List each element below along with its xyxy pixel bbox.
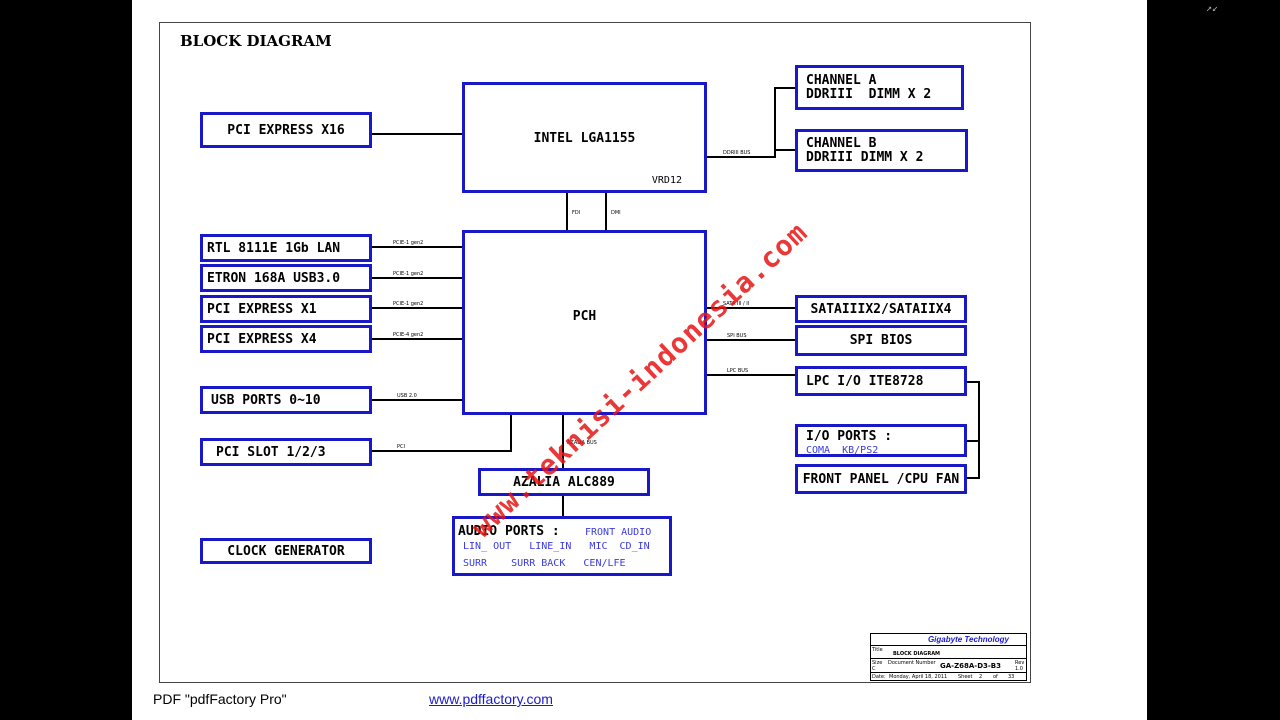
bus-label-dmi: DMI	[611, 210, 621, 216]
title-block-size-label: Size	[872, 660, 883, 666]
io-ports-block: I/O PORTS : COMA KB/PS2	[795, 424, 967, 457]
line-channel-b	[774, 149, 797, 151]
drawing-frame	[159, 22, 1031, 683]
line-fdi	[566, 192, 568, 231]
io-ports-sub: COMA KB/PS2	[806, 445, 879, 456]
usb-ports-block: USB PORTS 0~10	[200, 386, 372, 414]
line-io-ports	[965, 440, 980, 442]
line-pcie-x16	[370, 133, 462, 135]
title-block-docnum-label: Document Number	[888, 660, 936, 666]
line-pcie-x1	[370, 307, 462, 309]
title-block-title: BLOCK DIAGRAM	[893, 651, 941, 657]
title-block-sheet-label: Sheet	[958, 674, 973, 680]
bus-label-pcie-usb3: PCIE-1 gen2	[393, 271, 424, 277]
title-block-date-label: Date:	[872, 674, 886, 680]
line-sata	[706, 307, 797, 309]
title-block-rev-label: Rev	[1015, 660, 1025, 666]
title-block: Gigabyte Technology Title BLOCK DIAGRAM …	[870, 633, 1027, 681]
line-channel-a	[774, 87, 797, 89]
line-lpc-out	[965, 381, 980, 383]
channel-a-label: CHANNEL A	[806, 72, 877, 88]
pci-slot-block: PCI SLOT 1/2/3	[200, 438, 372, 466]
azalia-block: AZALIA ALC889	[478, 468, 650, 496]
pcie-x4-block: PCI EXPRESS X4	[200, 325, 372, 353]
front-panel-block: FRONT PANEL /CPU FAN	[795, 464, 967, 494]
bus-label-fdi: FDI	[572, 210, 581, 216]
channel-b-dimm: DDRIII DIMM X 2	[806, 149, 924, 165]
title-block-of: 33	[1008, 674, 1015, 680]
pch-label: PCH	[572, 309, 597, 324]
title-block-sheet: 2	[979, 674, 983, 680]
line-pci-vertical	[510, 413, 512, 452]
audio-ports-label: AUDIO PORTS :	[458, 524, 560, 539]
diagram-title: BLOCK DIAGRAM	[180, 32, 332, 50]
line-lpc-vertical	[978, 381, 980, 479]
line-front-panel	[965, 477, 980, 479]
title-block-docnum: GA-Z68A-D3-B3	[940, 662, 1002, 670]
channel-b-label: CHANNEL B	[806, 135, 877, 151]
title-block-title-label: Title	[872, 647, 883, 653]
clock-generator-block: CLOCK GENERATOR	[200, 538, 372, 564]
title-block-size: C	[872, 666, 876, 672]
front-audio-label: FRONT AUDIO	[585, 527, 652, 538]
title-block-rev: 1.0	[1015, 666, 1023, 672]
cpu-label: INTEL LGA1155	[533, 131, 636, 146]
bus-label-sata: SATA III / II	[723, 301, 750, 307]
bus-label-pcie-x1: PCIE-1 gen2	[393, 301, 424, 307]
audio-ports-row3: SURR SURR BACK CEN/LFE	[463, 558, 626, 569]
line-ddr-vertical	[774, 87, 776, 158]
bus-label-pci: PCI	[397, 444, 405, 450]
line-lan	[370, 246, 462, 248]
bus-label-spi: SPI BUS	[727, 333, 747, 339]
fullscreen-icon[interactable]: ↗↙	[1205, 3, 1218, 14]
pcie-x1-block: PCI EXPRESS X1	[200, 295, 372, 323]
channel-a-dimm: DDRIII DIMM X 2	[806, 86, 932, 102]
line-azalia-bus	[562, 413, 564, 470]
title-block-of-label: of	[993, 674, 998, 680]
bus-label-lpc: LPC BUS	[727, 368, 749, 374]
title-block-company: Gigabyte Technology	[927, 635, 1009, 644]
line-usb3	[370, 277, 462, 279]
audio-ports-block: AUDIO PORTS : FRONT AUDIO LIN_ OUT LINE_…	[452, 516, 672, 576]
line-audio-ports	[562, 494, 564, 518]
bus-label-pcie-x4: PCIE-4 gen2	[393, 332, 424, 338]
footer-pdf-label: PDF "pdfFactory Pro"	[153, 691, 287, 707]
lpc-io-block: LPC I/O ITE8728	[795, 366, 967, 396]
bus-label-pcie-lan: PCIE-1 gen2	[393, 240, 424, 246]
spi-bios-block: SPI BIOS	[795, 325, 967, 356]
lan-block: RTL 8111E 1Gb LAN	[200, 234, 372, 262]
title-block-date: Monday, April 18, 2011	[889, 674, 948, 680]
line-pci-horizontal	[370, 450, 512, 452]
line-ddr-bus	[706, 156, 776, 158]
cpu-block: INTEL LGA1155 VRD12	[462, 82, 707, 193]
audio-ports-row2: LIN_ OUT LINE_IN MIC CD_IN	[463, 541, 650, 552]
line-dmi	[605, 192, 607, 231]
pch-block: PCH	[462, 230, 707, 415]
channel-b-block: CHANNEL B DDRIII DIMM X 2	[795, 129, 968, 172]
sata-block: SATAIIIX2/SATAIIX4	[795, 295, 967, 323]
line-pcie-x4	[370, 338, 462, 340]
vrd-label: VRD12	[651, 175, 682, 186]
pcie-x16-block: PCI EXPRESS X16	[200, 112, 372, 148]
line-spi	[706, 339, 797, 341]
line-usb2	[370, 399, 462, 401]
channel-a-block: CHANNEL A DDRIII DIMM X 2	[795, 65, 964, 110]
bus-label-azalia: AZALIA BUS	[567, 440, 597, 446]
usb3-block: ETRON 168A USB3.0	[200, 264, 372, 292]
bus-label-usb2: USB 2.0	[397, 393, 417, 399]
line-lpc	[706, 374, 797, 376]
footer-pdffactory-link[interactable]: www.pdffactory.com	[429, 691, 553, 707]
io-ports-label: I/O PORTS :	[806, 429, 893, 444]
bus-label-ddr: DDRIII BUS	[723, 150, 751, 156]
